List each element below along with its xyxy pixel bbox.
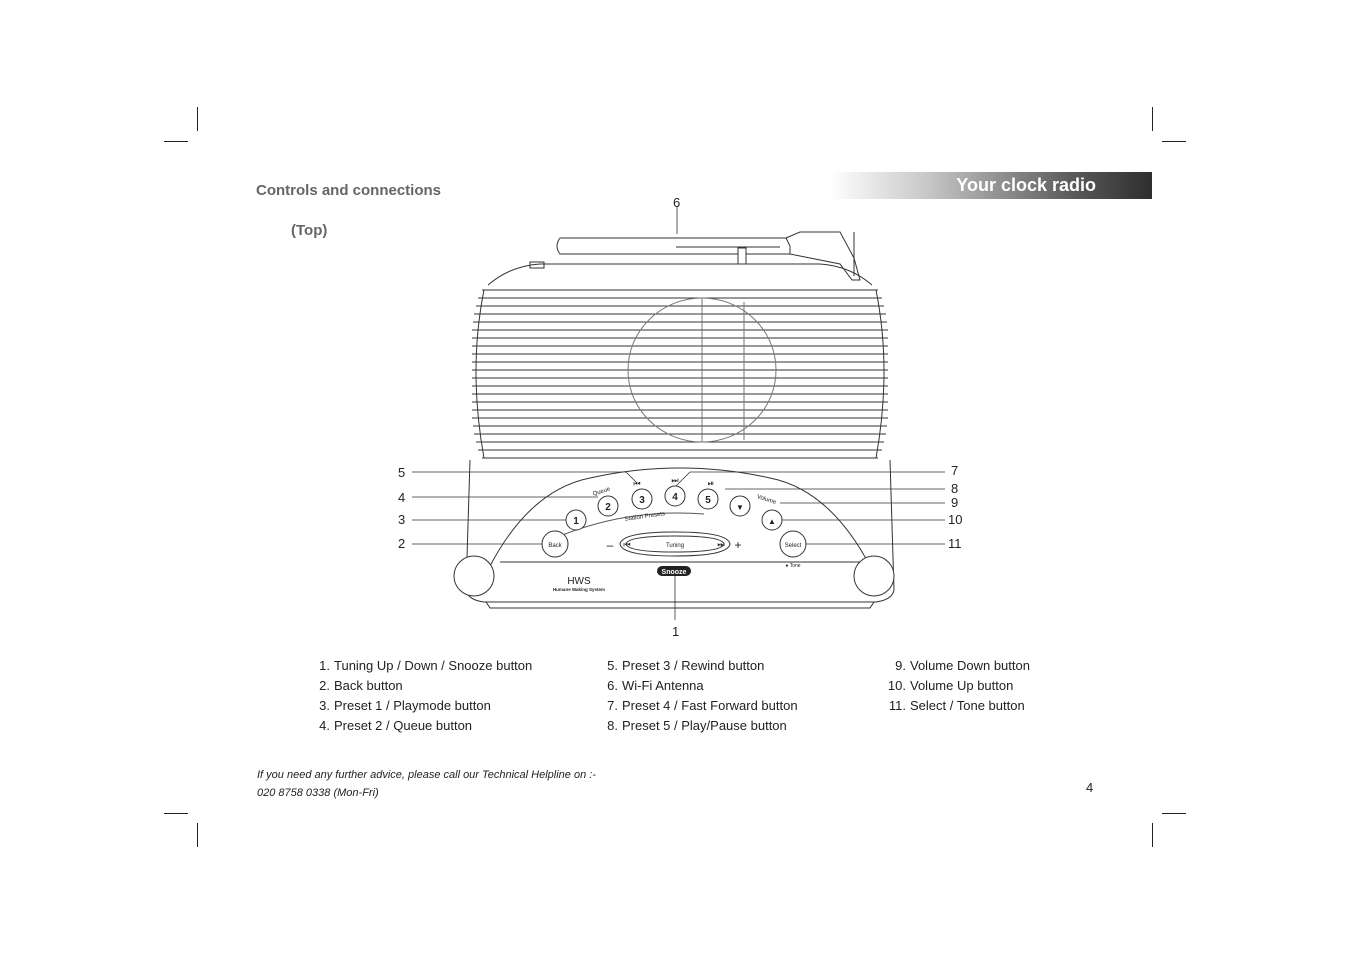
svg-text:5: 5	[705, 495, 711, 506]
svg-text:2: 2	[605, 502, 611, 513]
legend-item: 3.Preset 1 / Playmode button	[319, 698, 491, 713]
volume-up-button[interactable]: ▲	[761, 509, 783, 531]
tone-label: ● Tone	[785, 563, 800, 569]
play-pause-icon: ⏯	[708, 479, 714, 488]
legend-column-1: 1.Tuning Up / Down / Snooze button 2.Bac…	[312, 656, 532, 736]
callout-7: 7	[951, 463, 959, 478]
crop-mark	[1162, 813, 1186, 814]
legend-column-2: 5.Preset 3 / Rewind button 6.Wi-Fi Anten…	[600, 656, 798, 736]
callout-3: 3	[398, 512, 406, 527]
svg-text:⏮: ⏮	[623, 540, 630, 549]
callout-8: 8	[951, 481, 959, 496]
crop-mark	[164, 141, 188, 142]
callout-1: 1	[672, 624, 680, 639]
crop-mark	[1152, 823, 1153, 847]
svg-text:1: 1	[573, 516, 579, 527]
crop-mark	[197, 823, 198, 847]
snooze-button[interactable]: Snooze	[657, 566, 691, 576]
svg-text:Snooze: Snooze	[662, 569, 687, 576]
svg-text:▲: ▲	[768, 517, 776, 526]
station-presets-label: Station Presets	[624, 511, 665, 523]
wifi-antenna	[529, 231, 861, 281]
brand-tagline: Humane Waking System	[553, 587, 605, 592]
svg-text:4: 4	[672, 492, 678, 503]
callout-11: 11	[948, 536, 962, 551]
fast-forward-icon: ⏭	[671, 476, 678, 485]
svg-text:–: –	[607, 538, 614, 552]
page-number: 4	[1086, 780, 1094, 795]
preset-4-fast-forward-button[interactable]: 4	[664, 485, 686, 507]
callout-9: 9	[951, 495, 959, 510]
legend-item: 6.Wi-Fi Antenna	[607, 678, 704, 693]
legend-column-3: 9.Volume Down button 10.Volume Up button…	[884, 656, 1030, 716]
legend-item: 11.Select / Tone button	[888, 698, 1025, 713]
callout-5: 5	[398, 465, 406, 480]
header-banner: Your clock radio	[830, 172, 1152, 199]
crop-mark	[1162, 141, 1186, 142]
crop-mark	[164, 813, 188, 814]
svg-text:Select: Select	[785, 543, 802, 549]
svg-text:Back: Back	[548, 543, 562, 549]
tuning-button[interactable]: Tuning ⏮ ⏭ – +	[607, 531, 742, 557]
legend-item: 4.Preset 2 / Queue button	[319, 718, 473, 733]
svg-text:3: 3	[639, 495, 645, 506]
preset-3-rewind-button[interactable]: 3	[631, 488, 653, 510]
brand-logo: HWS	[567, 576, 591, 587]
queue-label: Queue	[592, 486, 612, 497]
svg-text:⏭: ⏭	[717, 540, 724, 549]
crop-mark	[1152, 107, 1153, 131]
volume-label: Volume	[756, 494, 778, 506]
legend-item: 1.Tuning Up / Down / Snooze button	[319, 658, 533, 673]
page-title: Your clock radio	[956, 175, 1096, 195]
legend-item: 8.Preset 5 / Play/Pause button	[607, 718, 787, 733]
section-title: Controls and connections	[256, 182, 442, 199]
speaker-grille	[472, 289, 888, 459]
legend-item: 9.Volume Down button	[895, 658, 1030, 673]
svg-text:▼: ▼	[736, 503, 744, 512]
svg-text:Tuning: Tuning	[666, 543, 684, 549]
view-label: (Top)	[291, 222, 328, 239]
helpline-phone: 020 8758 0338 (Mon-Fri)	[257, 787, 379, 799]
legend-item: 10.Volume Up button	[887, 678, 1014, 693]
rewind-icon: ⏮	[633, 479, 640, 488]
crop-mark	[197, 107, 198, 131]
legend-item: 5.Preset 3 / Rewind button	[607, 658, 765, 673]
callout-2: 2	[398, 536, 406, 551]
preset-1-playmode-button[interactable]: 1	[565, 509, 587, 531]
callout-6: 6	[673, 195, 681, 210]
preset-2-queue-button[interactable]: 2	[597, 495, 619, 517]
clock-radio-diagram: 1 2 3 4 5 ▼ ▲ ⏮ ⏭ ⏯ Queue	[412, 207, 945, 620]
callout-10: 10	[948, 512, 963, 527]
back-button[interactable]: Back	[541, 530, 569, 558]
helpline-text: If you need any further advice, please c…	[257, 769, 596, 781]
callout-leaders	[412, 207, 945, 620]
legend-item: 2.Back button	[319, 678, 403, 693]
legend-item: 7.Preset 4 / Fast Forward button	[607, 698, 798, 713]
select-tone-button[interactable]: Select	[779, 530, 807, 558]
callout-4: 4	[398, 490, 406, 505]
volume-down-button[interactable]: ▼	[729, 495, 751, 517]
svg-text:+: +	[734, 538, 741, 552]
preset-5-play-pause-button[interactable]: 5	[697, 488, 719, 510]
